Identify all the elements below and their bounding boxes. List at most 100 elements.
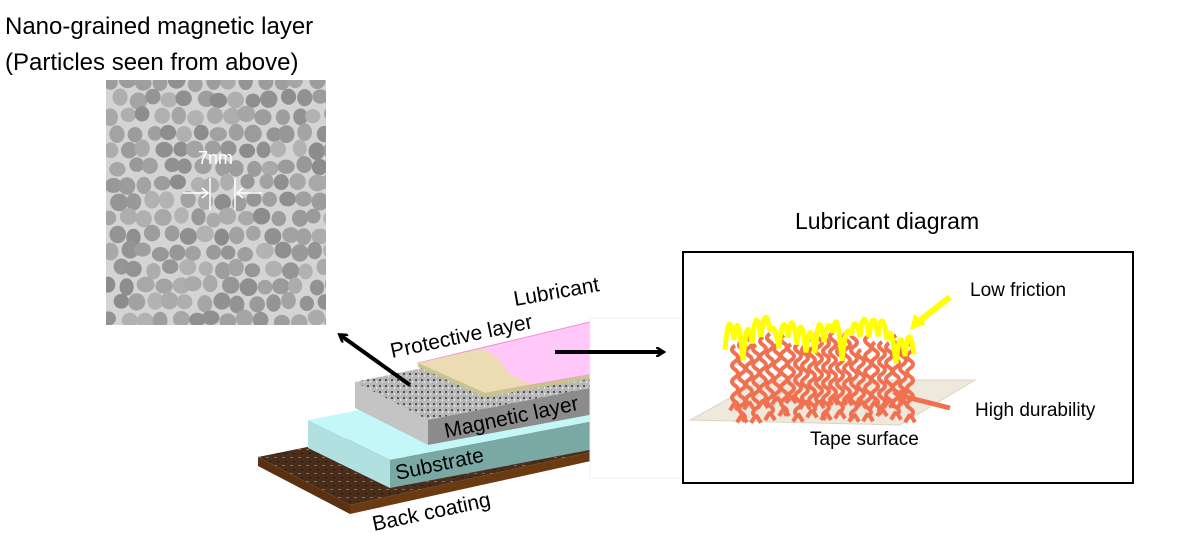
grain [202, 275, 218, 293]
grain [238, 210, 255, 226]
grain [155, 141, 173, 158]
lubricant-diagram-title: Lubricant diagram [795, 208, 979, 234]
grain [215, 262, 231, 280]
grain [252, 311, 269, 325]
grain [271, 210, 287, 227]
grain [333, 158, 350, 175]
grain [147, 292, 164, 310]
grain [331, 260, 349, 275]
micrograph-image [106, 80, 350, 325]
grain [214, 228, 230, 246]
grain [270, 140, 286, 158]
grain [145, 88, 161, 105]
grain [227, 91, 244, 109]
grain [307, 309, 325, 325]
grain [218, 207, 237, 225]
grain [215, 159, 231, 177]
grain [164, 157, 180, 173]
grain [169, 174, 186, 190]
grain [278, 125, 295, 144]
micrograph-title-line1: Nano-grained magnetic layer [5, 13, 313, 40]
grain [228, 258, 244, 277]
grain [183, 276, 202, 292]
grain [296, 156, 313, 173]
grain [281, 291, 296, 310]
grain [311, 192, 326, 211]
grain [309, 279, 325, 296]
grain [275, 109, 290, 125]
grain [324, 317, 326, 325]
grain [106, 276, 116, 293]
grain [264, 227, 282, 245]
grain [121, 312, 138, 325]
grain [332, 228, 347, 244]
grain [305, 109, 321, 124]
grain [118, 177, 136, 195]
lubricant-molecule [784, 342, 798, 405]
grain [239, 278, 258, 297]
grain [287, 80, 303, 89]
grain [219, 313, 237, 325]
grain [109, 125, 125, 144]
grain [223, 107, 242, 125]
grain [220, 173, 235, 191]
grain [167, 80, 186, 89]
grain [187, 80, 203, 93]
high-durability-arrow [901, 393, 951, 411]
grain [312, 89, 326, 104]
grain [309, 80, 326, 90]
grain [106, 142, 119, 159]
grain [151, 247, 169, 262]
grain [262, 191, 277, 207]
grain [332, 298, 347, 312]
cover-panel [589, 317, 684, 479]
grain [194, 158, 212, 174]
grain [106, 178, 123, 193]
grain [196, 225, 214, 243]
grain [134, 139, 150, 158]
grain [118, 80, 137, 89]
grain [266, 294, 281, 312]
grain [109, 161, 126, 177]
grain [191, 208, 206, 226]
grain [311, 158, 326, 176]
grain [259, 174, 274, 190]
grain [209, 127, 228, 142]
grain [119, 208, 138, 225]
grain [258, 80, 274, 91]
grain [280, 88, 297, 105]
grain [279, 191, 297, 207]
grain [136, 276, 155, 293]
grain [133, 242, 151, 257]
grain [119, 278, 134, 296]
grain [260, 90, 278, 108]
scale-arrows [183, 178, 262, 210]
grain [106, 311, 116, 325]
lubricant-molecule [791, 342, 805, 423]
grain [288, 277, 303, 294]
high-durability-arrowhead [892, 388, 906, 403]
grain [143, 224, 161, 242]
grain [184, 245, 201, 261]
grain [266, 127, 283, 142]
grain [316, 125, 326, 143]
grain [291, 244, 309, 262]
grain [298, 263, 313, 280]
grain [106, 80, 118, 90]
grain [249, 296, 265, 313]
grain [229, 295, 245, 314]
grain [174, 207, 189, 224]
lubricant-molecule [875, 340, 889, 418]
grain [296, 228, 312, 246]
grain [323, 108, 326, 119]
grain [160, 92, 178, 108]
lubricant-molecule [819, 329, 833, 421]
grain [106, 108, 118, 127]
label-lubricant: Lubricant [512, 273, 601, 311]
grain [222, 276, 240, 294]
grain [154, 107, 170, 124]
grain [112, 88, 128, 106]
grain [308, 174, 326, 192]
grain [152, 311, 168, 325]
